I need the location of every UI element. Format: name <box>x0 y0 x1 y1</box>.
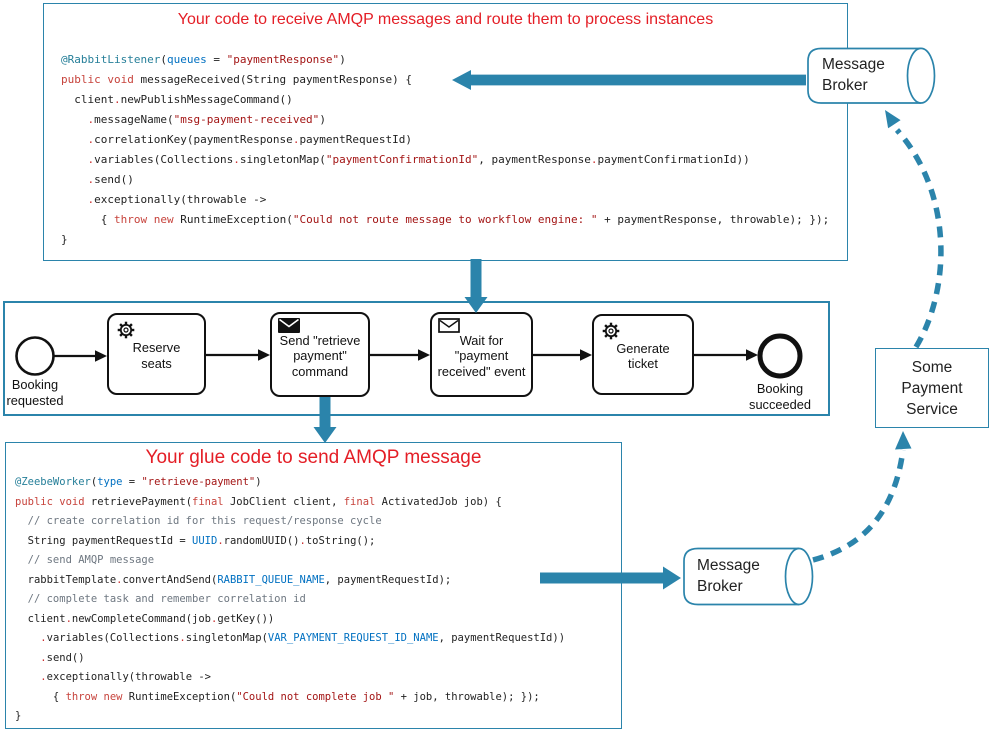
receive-code-block: @RabbitListener(queues = "paymentRespons… <box>61 50 829 250</box>
receive-code-title: Your code to receive AMQP messages and r… <box>177 11 714 28</box>
gear-icon <box>600 320 621 346</box>
code-line: client.newPublishMessageCommand() <box>61 93 293 106</box>
code-line: @ZeebeWorker(type = "retrieve-payment") <box>15 476 262 488</box>
envelope-outline-icon <box>438 318 460 338</box>
code-line: .send() <box>87 173 134 186</box>
code-line: client.newCompleteCommand(job.getKey()) <box>15 612 275 625</box>
bpmn-task-reserve-seats: Reserve seats <box>107 313 206 395</box>
code-line: @RabbitListener(queues = "paymentRespons… <box>61 53 346 66</box>
code-line: String paymentRequestId = UUID.randomUUI… <box>15 534 376 547</box>
task-label: Send "retrieve payment" command <box>279 332 361 379</box>
code-line: // complete task and remember correlatio… <box>15 593 306 605</box>
code-line: .messageName("msg-payment-received") <box>87 113 326 126</box>
code-line: { throw new RuntimeException("Could not … <box>61 213 830 226</box>
dashed-arrow-payment-service-to-broker <box>885 110 944 349</box>
task-label: Generate ticket <box>616 340 670 372</box>
payment-service-box: Some Payment Service <box>875 348 989 428</box>
task-label: Wait for "payment received" event <box>437 332 526 379</box>
task-label: Reserve seats <box>132 340 181 371</box>
bpmn-task-send-retrieve-payment: Send "retrieve payment" command <box>270 312 370 397</box>
bpmn-task-wait-payment-received: Wait for "payment received" event <box>430 312 533 397</box>
bpmn-task-generate-ticket: Generate ticket <box>592 314 694 395</box>
code-line: .exceptionally(throwable -> <box>87 193 267 206</box>
code-line: .exceptionally(throwable -> <box>40 671 211 683</box>
gear-icon <box>115 319 136 345</box>
glue-code-panel: Your glue code to send AMQP message @Zee… <box>5 442 622 729</box>
message-broker-bottom-label: Message Broker <box>697 557 760 595</box>
message-broker-top-label: Message Broker <box>822 56 885 94</box>
end-event-label: Booking succeeded <box>749 381 811 412</box>
start-event-label: Booking requested <box>6 377 64 408</box>
code-line: rabbitTemplate.convertAndSend(RABBIT_QUE… <box>15 573 452 586</box>
code-line: // create correlation id for this reques… <box>15 515 382 527</box>
glue-code-block: @ZeebeWorker(type = "retrieve-payment") p… <box>15 473 565 727</box>
envelope-filled-icon <box>278 318 300 338</box>
code-line: } <box>15 710 22 722</box>
code-line: .variables(Collections.singletonMap(VAR_… <box>40 632 566 644</box>
glue-code-title: Your glue code to send AMQP message <box>145 447 482 468</box>
code-line: public void retrievePayment(final JobCli… <box>15 495 502 508</box>
code-line: } <box>61 233 68 246</box>
payment-service-label: Some Payment Service <box>901 358 963 418</box>
code-line: { throw new RuntimeException("Could not … <box>15 690 540 703</box>
code-line: .variables(Collections.singletonMap("pay… <box>87 153 750 166</box>
dashed-arrow-broker-to-payment-service <box>812 431 912 563</box>
code-line: public void messageReceived(String payme… <box>61 73 413 86</box>
receive-code-panel: Your code to receive AMQP messages and r… <box>43 3 848 261</box>
code-line: .correlationKey(paymentResponse.paymentR… <box>87 133 413 146</box>
code-line: // send AMQP message <box>15 554 155 566</box>
code-line: .send() <box>40 651 85 664</box>
